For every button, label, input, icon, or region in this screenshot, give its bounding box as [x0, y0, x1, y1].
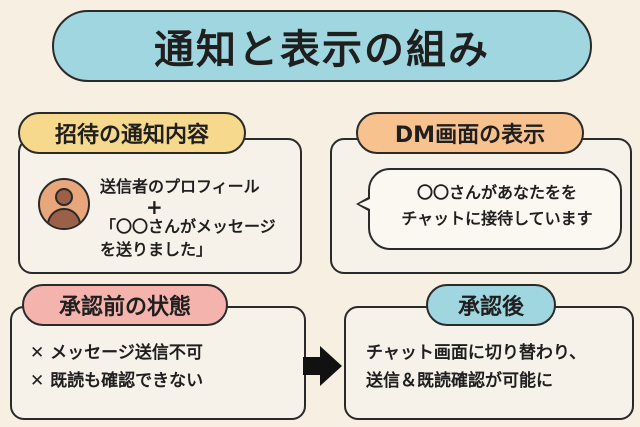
dm-label: DM画面の表示	[356, 112, 584, 154]
invite-line-2: 「〇〇さんがメッセージ	[100, 217, 276, 236]
plus-sign: +	[146, 195, 163, 219]
bubble-line-2: チャットに接待しています	[401, 209, 593, 228]
invite-label: 招待の通知内容	[18, 112, 246, 154]
right-arrow-head	[320, 346, 342, 386]
before-item-2: ✕ 既読も確認できない	[30, 371, 204, 391]
right-arrow-icon	[303, 357, 323, 375]
speech-bubble	[368, 168, 622, 250]
person-avatar-icon	[38, 178, 90, 230]
invite-line-1: 送信者のプロフィール	[100, 177, 260, 196]
speech-bubble-text: 〇〇さんがあなたをを チャットに接待しています	[382, 180, 612, 232]
after-line-1: チャット画面に切り替わり、	[366, 343, 587, 363]
invite-line-3: を送りました」	[100, 240, 213, 259]
after-line-2: 送信＆既読確認が可能に	[366, 371, 553, 391]
before-label: 承認前の状態	[22, 284, 228, 326]
diagram-title: 通知と表示の組み	[52, 10, 592, 82]
bubble-line-1: 〇〇さんがあなたをを	[416, 183, 577, 202]
after-label: 承認後	[426, 284, 556, 326]
before-item-1: ✕ メッセージ送信不可	[30, 343, 203, 363]
